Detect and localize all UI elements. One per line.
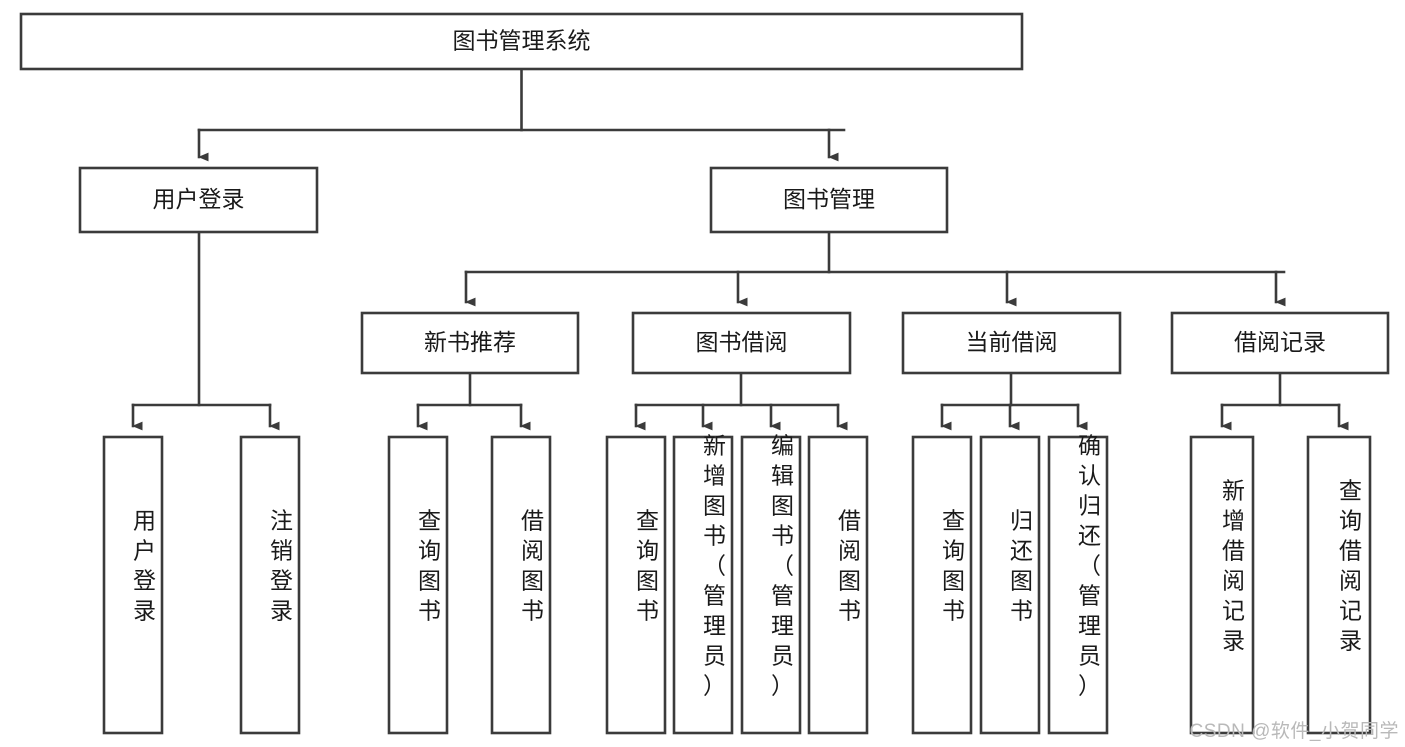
connector-group-book-borrow (634, 371, 848, 431)
node-book-borrow-label: 图书借阅 (696, 329, 788, 355)
leaf-current-borrow-1[interactable]: 归还图书 (979, 435, 1041, 735)
node-user-login[interactable]: 用户登录 (78, 166, 319, 234)
connector-group-current-borrow (940, 371, 1088, 431)
leaf-new-book-1[interactable]: 借阅图书 (490, 435, 552, 735)
leaf-new-book-0-label: 查询图书 (418, 508, 441, 624)
connector-group-user-login (131, 230, 280, 431)
node-book-borrow[interactable]: 图书借阅 (631, 311, 852, 375)
node-book-management-label: 图书管理 (783, 186, 875, 212)
leaf-book-borrow-2[interactable]: 编辑图书（管理员） (740, 433, 802, 735)
leaf-borrow-record-0[interactable]: 新增借阅记录 (1189, 435, 1255, 735)
leaf-book-borrow-1-label: 新增图书（管理员） (703, 433, 726, 699)
leaf-current-borrow-0[interactable]: 查询图书 (911, 435, 973, 735)
leaf-user-login-1-label: 注销登录 (270, 508, 293, 624)
leaf-book-borrow-0[interactable]: 查询图书 (605, 435, 667, 735)
node-root-label: 图书管理系统 (453, 28, 591, 54)
node-new-book-recommend-label: 新书推荐 (424, 329, 516, 355)
connector-group-new-book (416, 371, 531, 431)
leaf-book-borrow-3-label: 借阅图书 (838, 508, 861, 624)
node-borrow-record-label: 借阅记录 (1234, 329, 1326, 355)
connector-group-root (197, 67, 846, 162)
leaf-current-borrow-1-label: 归还图书 (1010, 508, 1033, 624)
leaf-user-login-0-label: 用户登录 (133, 508, 156, 624)
leaf-borrow-record-0-label: 新增借阅记录 (1222, 478, 1245, 654)
node-user-login-label: 用户登录 (153, 186, 245, 212)
leaf-borrow-record-1[interactable]: 查询借阅记录 (1306, 435, 1372, 735)
leaf-borrow-record-1-label: 查询借阅记录 (1339, 478, 1362, 654)
node-current-borrow-label: 当前借阅 (966, 329, 1058, 355)
leaf-user-login-1[interactable]: 注销登录 (239, 435, 301, 735)
connector-group-borrow-record (1220, 371, 1349, 431)
leaf-current-borrow-2-label: 确认归还（管理员） (1078, 433, 1101, 699)
node-new-book-recommend[interactable]: 新书推荐 (360, 311, 580, 375)
node-current-borrow[interactable]: 当前借阅 (901, 311, 1122, 375)
leaf-current-borrow-0-label: 查询图书 (942, 508, 965, 624)
node-book-management[interactable]: 图书管理 (709, 166, 949, 234)
leaf-current-borrow-2[interactable]: 确认归还（管理员） (1047, 433, 1109, 735)
connector-group-book-mgmt (464, 230, 1286, 307)
leaf-book-borrow-1[interactable]: 新增图书（管理员） (672, 433, 734, 735)
node-root[interactable]: 图书管理系统 (19, 12, 1024, 71)
leaf-book-borrow-0-label: 查询图书 (636, 508, 659, 624)
leaf-new-book-1-label: 借阅图书 (521, 508, 544, 624)
leaf-user-login-0[interactable]: 用户登录 (102, 435, 164, 735)
node-borrow-record[interactable]: 借阅记录 (1170, 311, 1390, 375)
leaf-new-book-0[interactable]: 查询图书 (387, 435, 449, 735)
leaf-book-borrow-3[interactable]: 借阅图书 (807, 435, 869, 735)
leaf-book-borrow-2-label: 编辑图书（管理员） (771, 433, 794, 699)
